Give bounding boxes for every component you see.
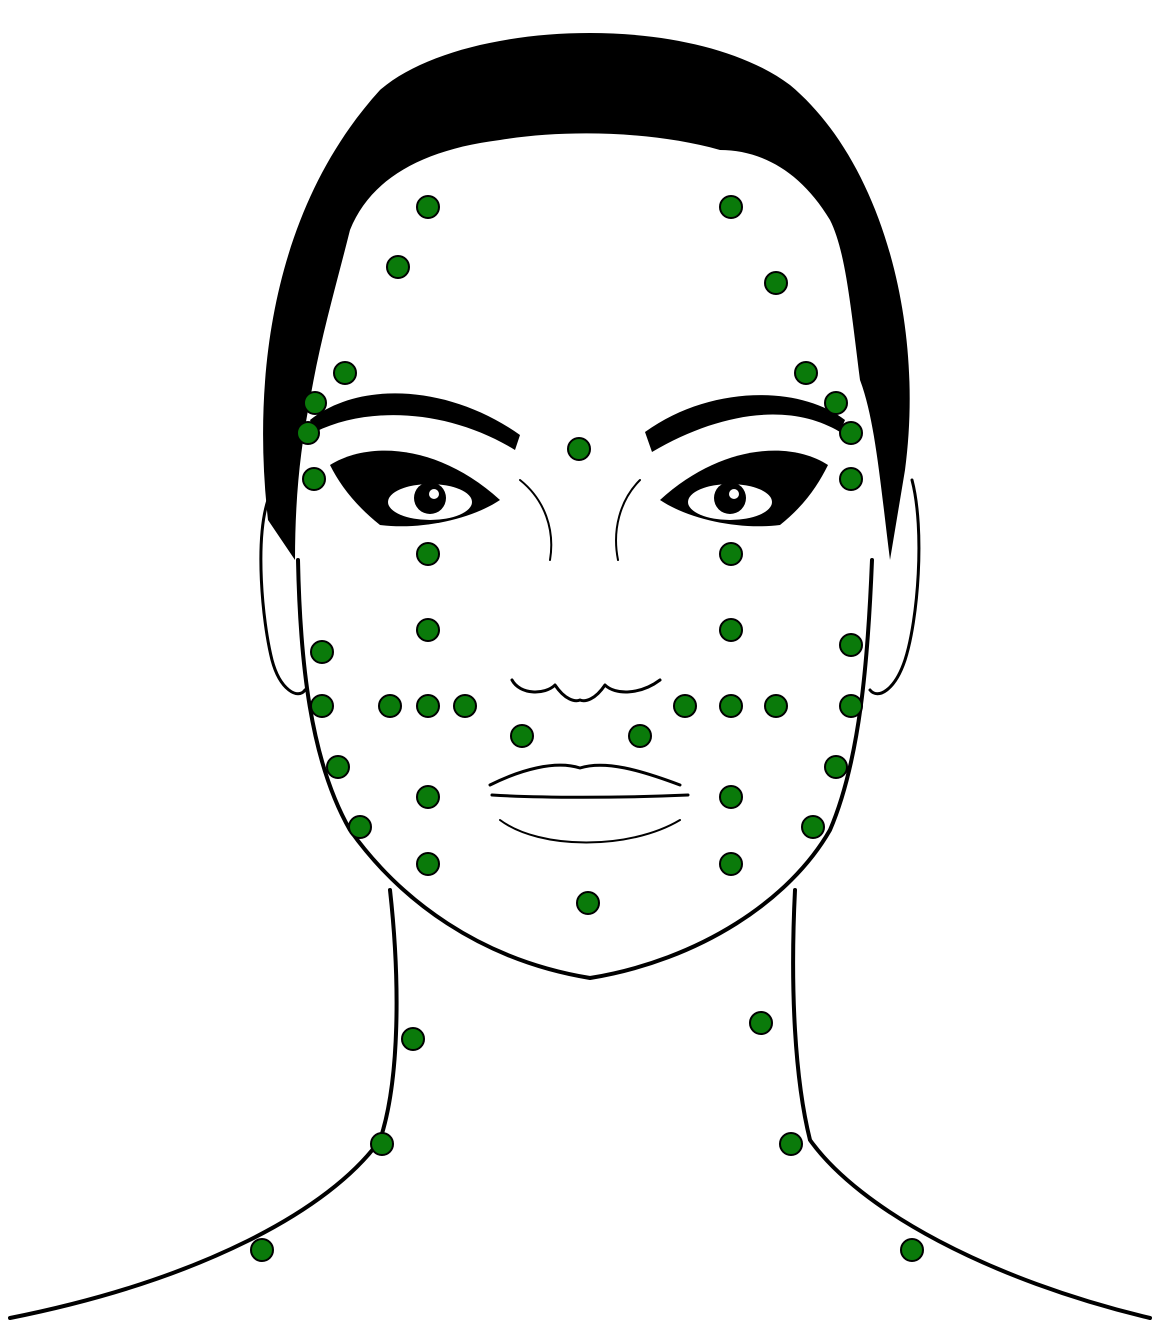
point-marker-32 — [417, 786, 439, 808]
point-marker-42 — [780, 1133, 802, 1155]
nose-bridge-right — [616, 480, 640, 560]
point-marker-3 — [387, 256, 409, 278]
point-marker-11 — [568, 438, 590, 460]
point-marker-34 — [349, 816, 371, 838]
right-iris-highlight — [729, 489, 739, 499]
point-marker-28 — [511, 725, 533, 747]
point-marker-41 — [371, 1133, 393, 1155]
point-marker-8 — [825, 392, 847, 414]
point-marker-38 — [577, 892, 599, 914]
point-marker-26 — [765, 695, 787, 717]
left-iris — [414, 482, 446, 514]
point-marker-19 — [840, 634, 862, 656]
point-marker-31 — [825, 756, 847, 778]
point-marker-40 — [402, 1028, 424, 1050]
lower-lip — [500, 820, 680, 843]
point-markers — [251, 196, 923, 1261]
point-marker-6 — [795, 362, 817, 384]
neck-right — [793, 890, 1150, 1318]
point-marker-14 — [417, 543, 439, 565]
point-marker-35 — [802, 816, 824, 838]
point-marker-44 — [901, 1239, 923, 1261]
point-marker-18 — [311, 641, 333, 663]
face-outline — [298, 560, 872, 978]
nose — [512, 680, 660, 701]
point-marker-37 — [720, 853, 742, 875]
right-iris — [714, 482, 746, 514]
mouth-line — [492, 795, 688, 797]
point-marker-27 — [840, 695, 862, 717]
point-marker-17 — [720, 619, 742, 641]
point-marker-29 — [629, 725, 651, 747]
point-marker-33 — [720, 786, 742, 808]
point-marker-13 — [840, 468, 862, 490]
point-marker-20 — [311, 695, 333, 717]
point-marker-10 — [840, 422, 862, 444]
point-marker-22 — [417, 695, 439, 717]
neck-left — [10, 890, 397, 1318]
point-marker-2 — [720, 196, 742, 218]
point-marker-5 — [334, 362, 356, 384]
point-marker-4 — [765, 272, 787, 294]
left-eyebrow — [310, 393, 520, 450]
point-marker-15 — [720, 543, 742, 565]
nose-bridge-left — [520, 480, 551, 560]
upper-lip — [490, 765, 680, 785]
point-marker-21 — [379, 695, 401, 717]
point-marker-30 — [327, 756, 349, 778]
point-marker-12 — [303, 468, 325, 490]
point-marker-25 — [720, 695, 742, 717]
point-marker-43 — [251, 1239, 273, 1261]
point-marker-23 — [454, 695, 476, 717]
point-marker-16 — [417, 619, 439, 641]
point-marker-39 — [750, 1012, 772, 1034]
point-marker-24 — [674, 695, 696, 717]
right-eyebrow — [645, 395, 845, 452]
point-marker-36 — [417, 853, 439, 875]
left-iris-highlight — [429, 489, 439, 499]
point-marker-1 — [417, 196, 439, 218]
point-marker-7 — [304, 392, 326, 414]
point-marker-9 — [297, 422, 319, 444]
